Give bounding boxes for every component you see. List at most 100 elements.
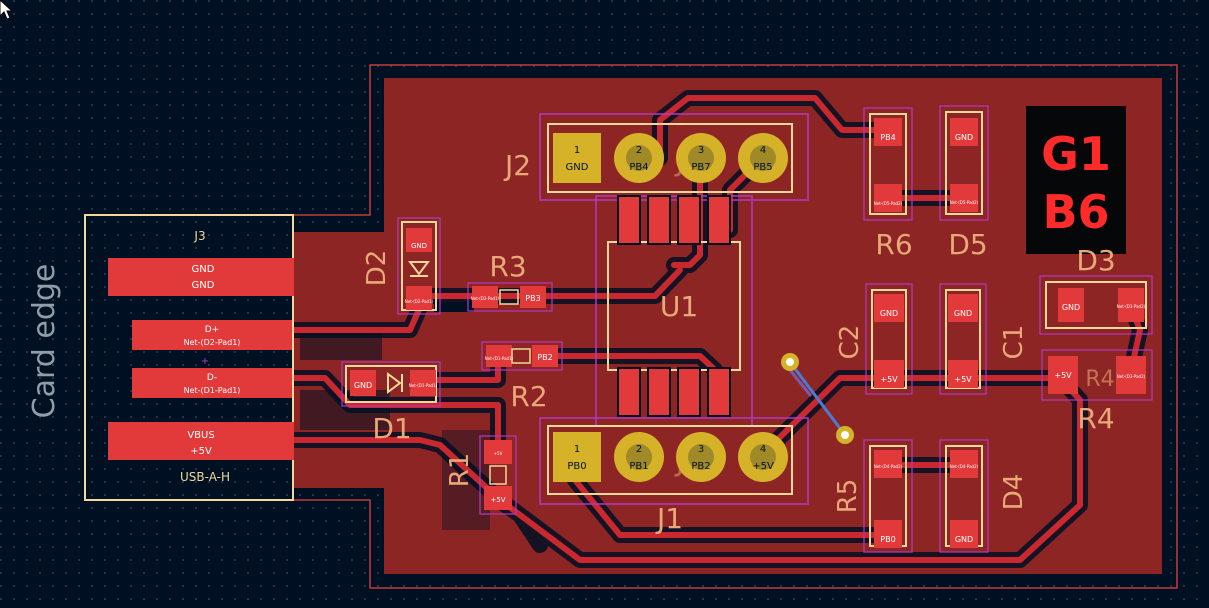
r5-pad-2[interactable]: [874, 450, 902, 478]
r3-pad-2[interactable]: [520, 286, 546, 308]
r2-pad-2[interactable]: [532, 345, 558, 367]
d1-pad-1[interactable]: [350, 370, 376, 396]
footprint-d4[interactable]: Net-(D4-Pad2) GND D4: [939, 439, 1029, 553]
r4-pad-1[interactable]: [1048, 356, 1078, 394]
svg-text:4: 4: [760, 444, 766, 455]
svg-text:Net-(D4-Pad2): Net-(D4-Pad2): [874, 464, 903, 469]
footprint-r4[interactable]: +5V Net-(D3-Pad2) R4 R4: [1041, 349, 1153, 435]
svg-text:GND: GND: [955, 133, 973, 142]
svg-text:GND: GND: [354, 381, 372, 390]
d2-diode-icon: [408, 261, 430, 277]
r2-ref: R2: [510, 380, 547, 413]
svg-text:GND: GND: [192, 280, 215, 291]
d2-pad-1[interactable]: [406, 228, 432, 252]
d5-pad-2[interactable]: [950, 184, 978, 212]
footprint-j3[interactable]: J3 USB-A-H GND GND D+ Net-(D2-Pad1) + D-…: [84, 214, 294, 501]
r1-pad-1[interactable]: [484, 440, 512, 464]
c2-pad-1[interactable]: [874, 360, 904, 388]
svg-text:GND: GND: [1062, 303, 1080, 312]
d5-pad-1[interactable]: [950, 118, 978, 146]
j1-pin-2[interactable]: 2 PB1: [614, 432, 664, 482]
d4-pad-2[interactable]: [950, 450, 978, 478]
d2-ref: D2: [362, 250, 392, 287]
d3-pad-2[interactable]: [1118, 288, 1144, 322]
j2-silk: [547, 123, 793, 193]
u1-ref: U1: [660, 290, 698, 323]
d5-ref: D5: [948, 228, 987, 261]
j2-pin-4[interactable]: 4 PB5: [738, 133, 788, 183]
svg-text:Net-(D1-Pad1): Net-(D1-Pad1): [485, 356, 514, 361]
footprint-d1[interactable]: GND Net-(D1-Pad1) D1: [341, 361, 441, 445]
j3-pad-gnd[interactable]: GND GND: [108, 258, 294, 296]
d3-pad-1[interactable]: [1058, 288, 1084, 322]
svg-text:PB7: PB7: [691, 162, 710, 173]
trace-5v: [759, 375, 1063, 458]
svg-text:+5V: +5V: [494, 451, 503, 456]
svg-text:PB4: PB4: [629, 162, 648, 173]
j3-courtyard: [84, 214, 294, 501]
footprint-j1[interactable]: J1 J1 1 PB0 2 PB1 3 PB2 4 +5V: [539, 417, 809, 535]
j3-pad-vbus[interactable]: VBUS +5V: [108, 422, 294, 460]
u1-pads-bottom[interactable]: [617, 367, 731, 417]
svg-text:GND: GND: [566, 162, 589, 173]
j1-ref: J1: [655, 502, 683, 535]
footprint-r2[interactable]: Net-(D1-Pad1) PB2 R2: [481, 341, 563, 413]
r3-pad-1[interactable]: [472, 286, 498, 308]
d1-pad-2[interactable]: [410, 370, 436, 396]
r6-pad-2[interactable]: [874, 184, 902, 212]
r4-pad-2[interactable]: [1116, 356, 1146, 394]
j2-outline: [539, 113, 809, 201]
footprint-c1[interactable]: GND +5V C1: [939, 283, 1029, 395]
svg-text:Net-(D2-Pad1): Net-(D2-Pad1): [471, 296, 500, 301]
footprint-d3[interactable]: GND Net-(D3-Pad2) D3: [1039, 244, 1153, 335]
j1-pin-1[interactable]: 1 PB0: [553, 432, 601, 482]
r1-pad-2[interactable]: [484, 486, 512, 510]
j2-pin-2[interactable]: 2 PB4: [614, 133, 664, 183]
r6-pad-1[interactable]: [874, 118, 902, 146]
u1-pads-top[interactable]: [617, 195, 731, 245]
footprint-u1[interactable]: U1: [595, 195, 753, 427]
j1-silk: [547, 425, 793, 495]
c2-pad-2[interactable]: [874, 294, 904, 322]
d1-diode-icon: [387, 372, 403, 394]
d2-pad-2[interactable]: [406, 286, 432, 310]
j3-pad-dminus[interactable]: D- Net-(D1-Pad1): [132, 368, 292, 398]
r3-body: [499, 289, 519, 305]
j1-pin-3[interactable]: 3 PB2: [676, 432, 726, 482]
r5-ref: R5: [833, 479, 863, 514]
footprint-c2[interactable]: GND +5V C2: [835, 283, 913, 395]
svg-text:GND: GND: [411, 242, 427, 250]
ratsnest-line-2: [788, 368, 812, 397]
r5-pad-1[interactable]: [874, 520, 902, 548]
footprint-d2[interactable]: GND Net-(D2-Pad1) D2: [362, 217, 441, 315]
svg-text:Net-(D5-Pad2): Net-(D5-Pad2): [950, 200, 979, 205]
svg-text:GND: GND: [880, 309, 898, 318]
d4-pad-1[interactable]: [950, 520, 978, 548]
footprint-d5[interactable]: GND Net-(D5-Pad2) D5: [939, 105, 989, 261]
r4-ref-inner: R4: [1085, 367, 1114, 392]
svg-text:1: 1: [574, 444, 580, 455]
logo-line1: G1: [1041, 127, 1111, 181]
trace-dminus: [289, 375, 501, 443]
r2-pad-1[interactable]: [486, 345, 512, 367]
footprint-r6[interactable]: PB4 Net-(D5-Pad2) R6: [863, 107, 913, 261]
d4-ref: D4: [999, 474, 1029, 511]
j2-pin-1[interactable]: 1 GND: [553, 133, 601, 183]
c1-pad-2[interactable]: [948, 294, 978, 322]
footprint-r1[interactable]: +5V +5V R1: [445, 435, 517, 515]
r1-ref: R1: [445, 453, 475, 488]
j3-pad-dplus[interactable]: D+ Net-(D2-Pad1): [132, 320, 292, 350]
c1-pad-1[interactable]: [948, 360, 978, 388]
svg-text:PB3: PB3: [525, 294, 540, 303]
footprint-r3[interactable]: Net-(D2-Pad1) PB3 R3: [467, 250, 553, 312]
footprint-r5[interactable]: Net-(D4-Pad2) PB0 R5: [833, 439, 913, 553]
j2-pin-3[interactable]: 3 PB7: [676, 133, 726, 183]
svg-text:+5V: +5V: [190, 446, 212, 457]
svg-text:PB5: PB5: [753, 162, 772, 173]
footprint-j2[interactable]: J2 J2 1 GND 2 PB4 3 PB7 4 PB5: [503, 113, 809, 201]
j1-pin-4[interactable]: 4 +5V: [738, 432, 788, 482]
card-edge-label: Card edge: [27, 264, 62, 419]
r6-ref: R6: [875, 228, 912, 261]
trace-vbus: [289, 375, 1083, 563]
